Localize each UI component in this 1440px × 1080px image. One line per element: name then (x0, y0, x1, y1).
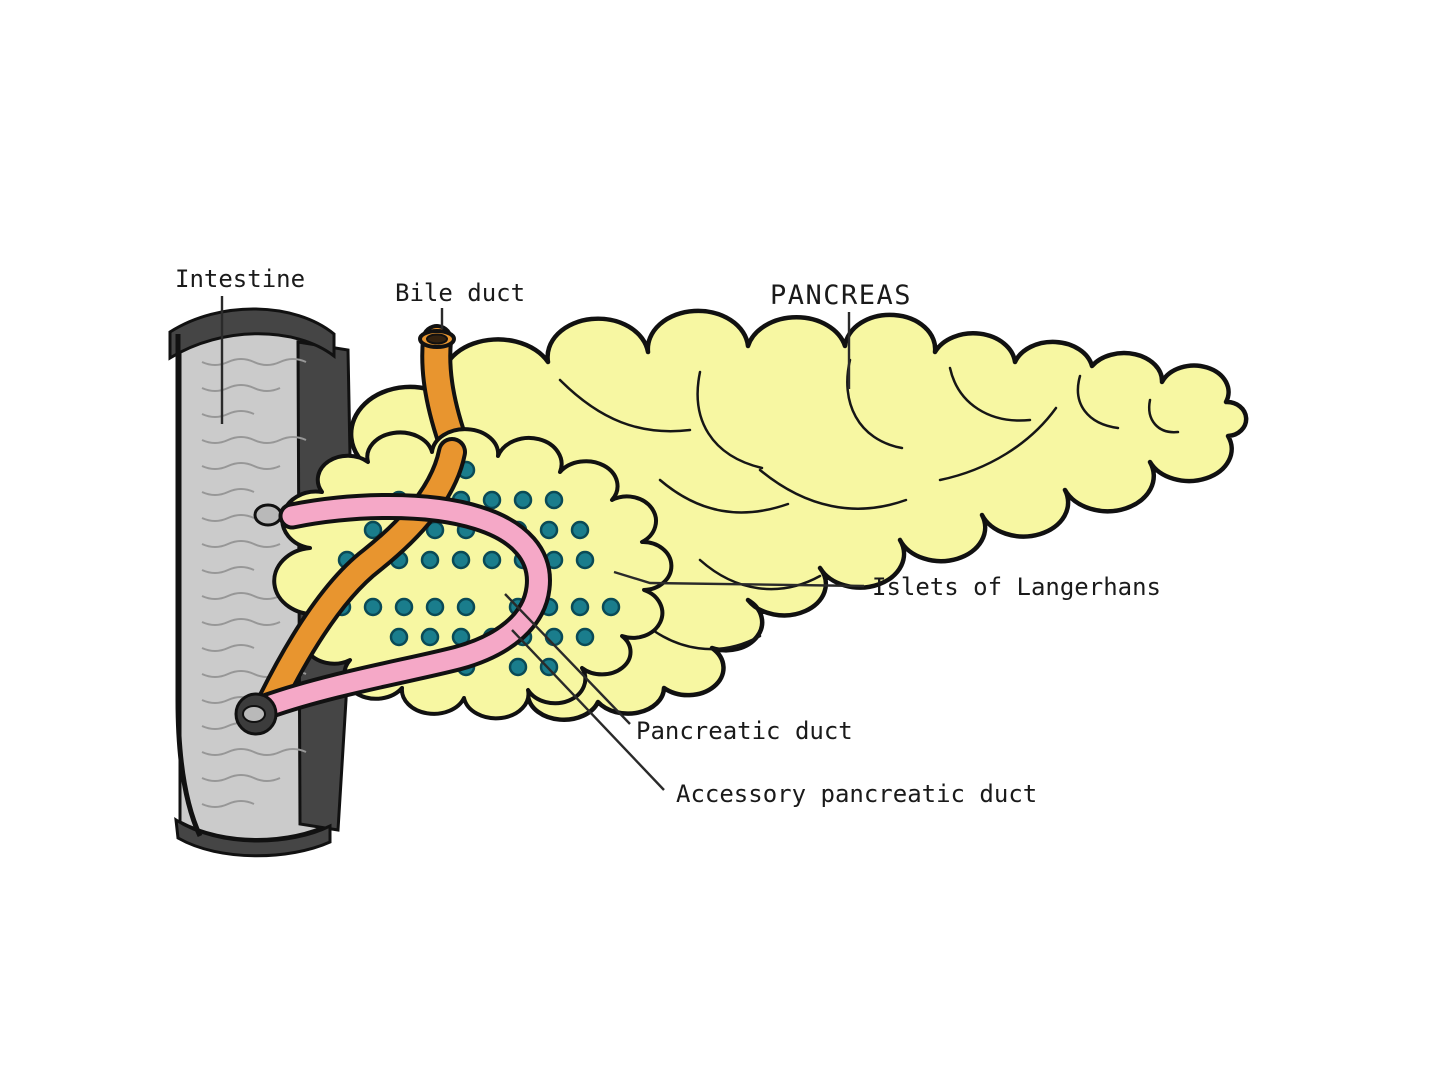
leader-accessory-duct (511, 629, 665, 791)
mucosa-line (201, 618, 281, 626)
intestine-bottom-lip (174, 817, 332, 858)
leader-lines (220, 296, 865, 791)
bile-duct-opening-hole (426, 333, 448, 345)
labels: Intestine Bile duct PANCREAS Islets of L… (175, 265, 1161, 808)
mucosa-line (201, 566, 255, 574)
mucosa-line (201, 358, 307, 366)
pancreatic-duct-tube (254, 493, 552, 720)
islet-dot (575, 627, 595, 647)
islet-dot (601, 597, 621, 617)
mucosa-line (201, 774, 281, 782)
label-islets: Islets of Langerhans (872, 573, 1161, 601)
label-pancreatic-duct: Pancreatic duct (636, 717, 853, 745)
islet-dot (482, 550, 502, 570)
islet-dot (575, 550, 595, 570)
islet-dot (544, 490, 564, 510)
islet-dot (425, 597, 445, 617)
bile-duct-head-segment (257, 437, 467, 715)
mucosa-line (201, 748, 307, 756)
islet-dot (513, 490, 533, 510)
intestine-left-outline (175, 334, 203, 838)
islet-dot (420, 627, 440, 647)
mucosa-line (201, 384, 281, 392)
islet-dot (544, 627, 564, 647)
islet-dot (570, 520, 590, 540)
islet-dot (456, 597, 476, 617)
mucosa-line (201, 410, 255, 418)
mucosa-line (201, 436, 307, 444)
islet-dot (363, 520, 383, 540)
leader-pancreatic-duct (504, 593, 631, 725)
intestine-cap (168, 307, 336, 361)
islet-dot (389, 627, 409, 647)
islet-dot (394, 597, 414, 617)
mucosa-line (201, 644, 255, 652)
label-intestine: Intestine (175, 265, 305, 293)
islet-dot (482, 490, 502, 510)
accessory-duct-opening (253, 503, 283, 527)
islet-dot (451, 550, 471, 570)
islet-dot (508, 657, 528, 677)
islet-dot (539, 520, 559, 540)
pancreas-lobule-lines (558, 358, 1180, 651)
mucosa-line (201, 540, 281, 548)
islet-dot (420, 550, 440, 570)
mucosa-line (201, 462, 281, 470)
leader-islets (613, 570, 865, 588)
mucosa-line (201, 488, 255, 496)
label-pancreas: PANCREAS (770, 280, 912, 311)
label-bile-duct: Bile duct (395, 279, 525, 307)
duodenal-papilla-opening (234, 692, 278, 736)
islet-dot (363, 597, 383, 617)
mucosa-line (201, 800, 255, 808)
label-accessory-duct: Accessory pancreatic duct (676, 780, 1037, 808)
islet-dot (570, 597, 590, 617)
